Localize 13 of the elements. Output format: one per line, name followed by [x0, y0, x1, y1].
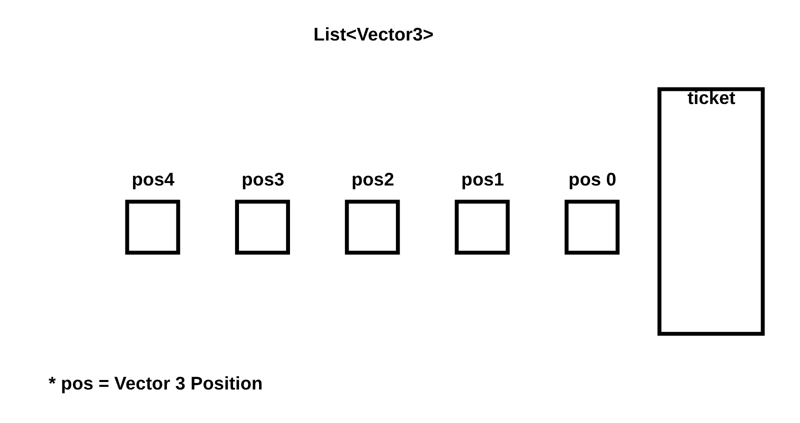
node-box: [564, 200, 620, 255]
node-box: [344, 200, 400, 255]
node-box: [124, 200, 180, 255]
node-label: pos1: [460, 168, 504, 190]
node-box: [234, 200, 290, 255]
label: * pos = Vector 3 Position: [48, 372, 262, 394]
node-box: [454, 200, 510, 255]
node-label: pos 0: [568, 168, 616, 190]
node-box: ticket: [656, 87, 764, 336]
label: List<Vector3>: [313, 23, 434, 44]
node-label: pos3: [241, 168, 284, 190]
node-label: pos4: [131, 168, 174, 190]
node-label: pos2: [350, 168, 394, 190]
